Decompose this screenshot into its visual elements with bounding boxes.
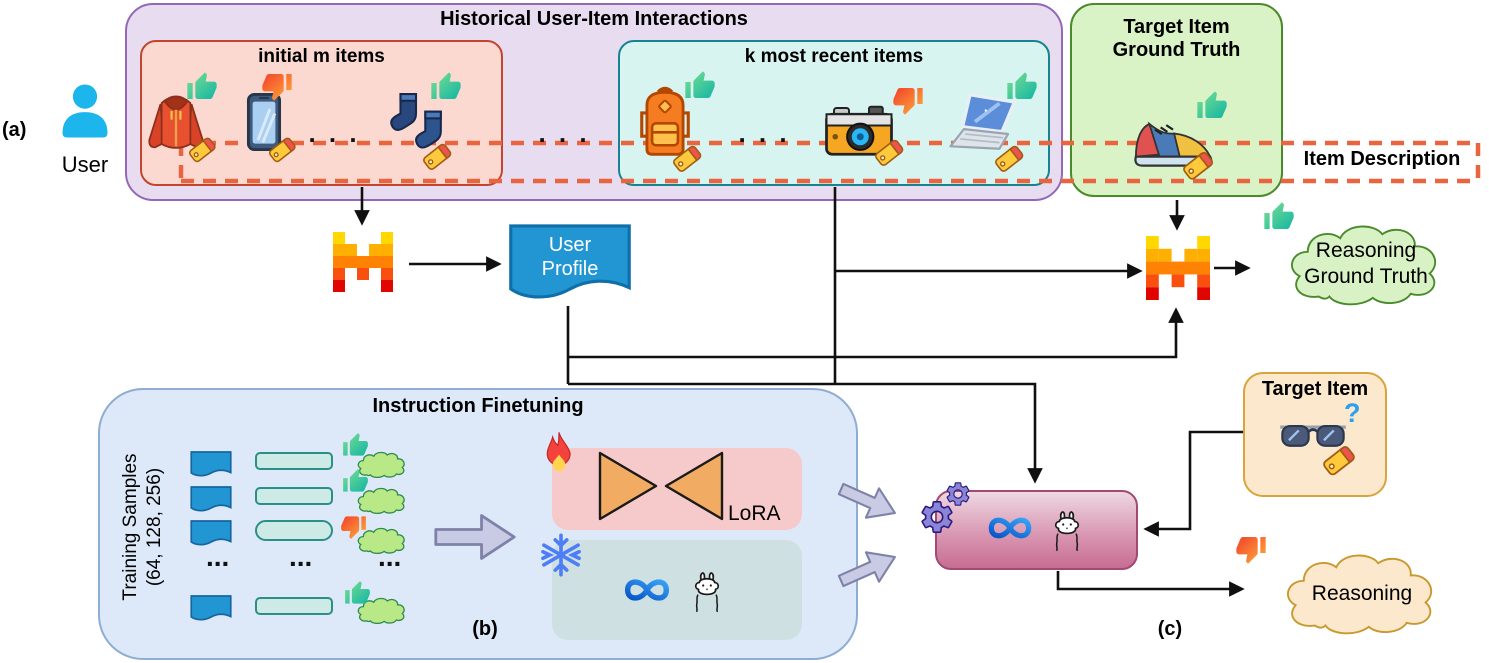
training-samples-line1: Training Samples xyxy=(120,453,141,601)
vertical-ellipsis: ... xyxy=(289,543,312,571)
ellipsis-between-boxes: . . . xyxy=(538,118,590,148)
block-arrow-icon xyxy=(433,505,517,569)
llama-icon xyxy=(1050,508,1084,552)
user-profile-label: User Profile xyxy=(507,233,633,281)
thumbs-up-icon xyxy=(1196,90,1228,122)
mistral-logo-icon xyxy=(1146,236,1210,300)
target-gt-title: Target Item Ground Truth xyxy=(1070,16,1283,62)
initial-items-title: initial m items xyxy=(258,46,385,67)
thumbs-up-icon xyxy=(684,70,716,102)
arrow-llm-to-reasoning xyxy=(1056,571,1245,597)
prompt-field xyxy=(255,487,333,505)
reasoning-gt-line2: Ground Truth xyxy=(1304,265,1428,288)
reasoning-gt-label: Reasoning Ground Truth xyxy=(1262,238,1470,290)
panel-b-label: (b) xyxy=(472,618,498,640)
price-tag-icon xyxy=(422,142,456,174)
gear-icon xyxy=(944,480,972,508)
training-doc-icon xyxy=(190,450,232,480)
panel-a-label: (a) xyxy=(2,119,27,141)
thumbs-up-icon xyxy=(342,468,369,495)
frozen-llm-box xyxy=(552,540,802,640)
thumbs-up-icon xyxy=(1006,71,1038,103)
panel-c-label: (c) xyxy=(1157,618,1183,640)
training-samples-label: Training Samples (64, 128, 256) xyxy=(119,417,167,637)
item-description-label: Item Description xyxy=(1303,148,1461,170)
price-tag-icon xyxy=(268,136,300,166)
thumbs-up-icon xyxy=(342,432,369,459)
prompt-field xyxy=(255,597,333,615)
training-doc-icon xyxy=(190,594,232,624)
reasoning-gt-line1: Reasoning xyxy=(1315,239,1417,262)
price-tag-icon xyxy=(994,144,1028,176)
prompt-field xyxy=(255,452,333,470)
thumbs-down-icon xyxy=(892,84,924,116)
question-mark: ? xyxy=(1344,398,1361,428)
user-profile-line2: Profile xyxy=(541,258,599,280)
user-profile-line1: User xyxy=(548,234,592,256)
thumbs-up-icon xyxy=(430,71,462,103)
target-gt-title-line2: Ground Truth xyxy=(1112,39,1241,61)
thumbs-down-icon xyxy=(261,70,293,102)
price-tag-icon xyxy=(1182,150,1218,184)
price-tag-icon xyxy=(672,144,706,176)
vertical-ellipsis: ... xyxy=(206,543,229,571)
training-doc-icon xyxy=(190,485,232,515)
reasoning-label: Reasoning xyxy=(1311,582,1413,605)
target-item-box xyxy=(1243,372,1387,497)
thumbs-down-icon xyxy=(1235,533,1267,565)
llama-icon xyxy=(690,569,724,613)
snowflake-icon xyxy=(538,532,584,578)
historical-title: Historical User-Item Interactions xyxy=(440,8,748,30)
price-tag-icon xyxy=(188,136,220,166)
vertical-ellipsis: ... xyxy=(378,543,401,571)
user-label: User xyxy=(61,152,109,177)
user-icon xyxy=(55,82,115,140)
training-samples-line2: (64, 128, 256) xyxy=(144,467,165,587)
recent-items-title: k most recent items xyxy=(744,46,924,67)
target-gt-title-line1: Target Item xyxy=(1123,16,1230,38)
price-tag-icon xyxy=(874,138,908,170)
lora-label: LoRA xyxy=(728,502,781,525)
thumbs-up-icon xyxy=(344,580,371,607)
instruction-title: Instruction Finetuning xyxy=(372,395,584,417)
meta-logo-icon xyxy=(618,572,676,608)
ellipsis-initial: . . . xyxy=(308,118,360,148)
fire-icon xyxy=(540,428,578,478)
thumbs-down-icon xyxy=(340,513,367,540)
ellipsis-recent: . . . xyxy=(738,118,790,148)
meta-logo-icon xyxy=(982,511,1038,545)
lora-bowtie-icon xyxy=(598,451,724,521)
target-item-title: Target Item xyxy=(1261,378,1369,400)
arrow-targetitem-to-llm xyxy=(1143,430,1243,537)
prompt-field-pill xyxy=(255,520,333,541)
thumbs-up-icon xyxy=(1263,201,1295,233)
thumbs-up-icon xyxy=(186,71,218,103)
arrow-profile-to-mistral2 xyxy=(568,307,1184,359)
price-tag-icon xyxy=(1322,444,1360,480)
mistral-logo-icon xyxy=(333,232,393,292)
